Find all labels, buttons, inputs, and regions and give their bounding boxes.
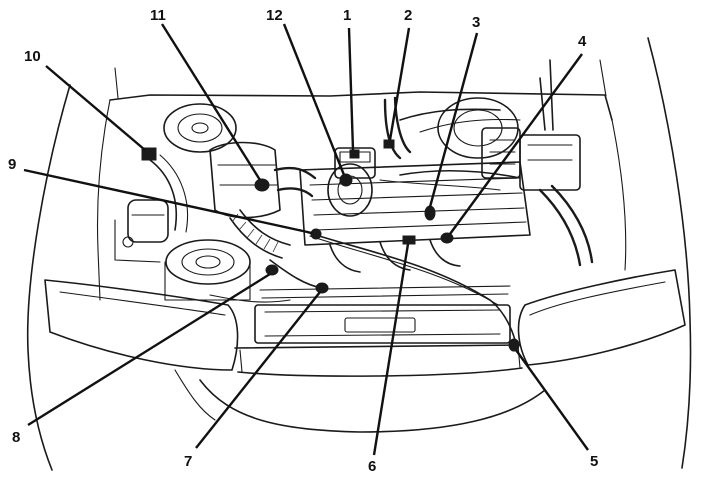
callout-11: 11 [150,7,166,24]
leader-line-4 [449,53,583,235]
component-4-marker [440,232,454,244]
callout-5: 5 [590,453,598,470]
callout-4: 4 [578,33,587,50]
leader-lines [23,23,589,456]
engine-assembly [299,97,594,273]
vehicle-body-outline [26,37,692,471]
component-6-marker [402,235,416,245]
component-11-marker [254,178,270,192]
component-5-marker [508,338,520,352]
radiator-support [164,239,511,344]
callout-2: 2 [404,7,412,24]
leader-line-9 [23,168,313,235]
component-7-marker [315,282,329,294]
component-2-marker [383,139,395,149]
leader-line-2 [388,27,411,141]
callout-10: 10 [24,48,41,65]
leader-line-12 [282,23,346,176]
callout-labels: 1 2 3 4 5 6 7 8 9 10 11 12 [8,7,598,475]
callout-1: 1 [343,7,351,24]
component-3-marker [424,205,436,221]
leader-line-10 [45,65,146,151]
leader-line-8 [27,272,271,427]
component-10-marker [141,147,157,161]
component-12-marker [339,173,353,187]
callout-3: 3 [472,14,480,31]
leader-line-6 [372,243,410,456]
left-side-components [114,103,317,263]
leader-line-5 [515,349,589,451]
callout-9: 9 [8,156,16,173]
callout-8: 8 [12,429,20,446]
component-9-marker [310,228,322,240]
leader-line-3 [428,32,479,208]
leader-line-1 [347,27,355,151]
callout-12: 12 [266,7,283,24]
callout-6: 6 [368,458,376,475]
component-1-marker [349,149,360,159]
component-8-marker [265,264,279,276]
callout-7: 7 [184,453,192,470]
leader-line-11 [160,23,262,181]
component-markers [141,139,520,352]
leader-line-7 [195,291,321,449]
